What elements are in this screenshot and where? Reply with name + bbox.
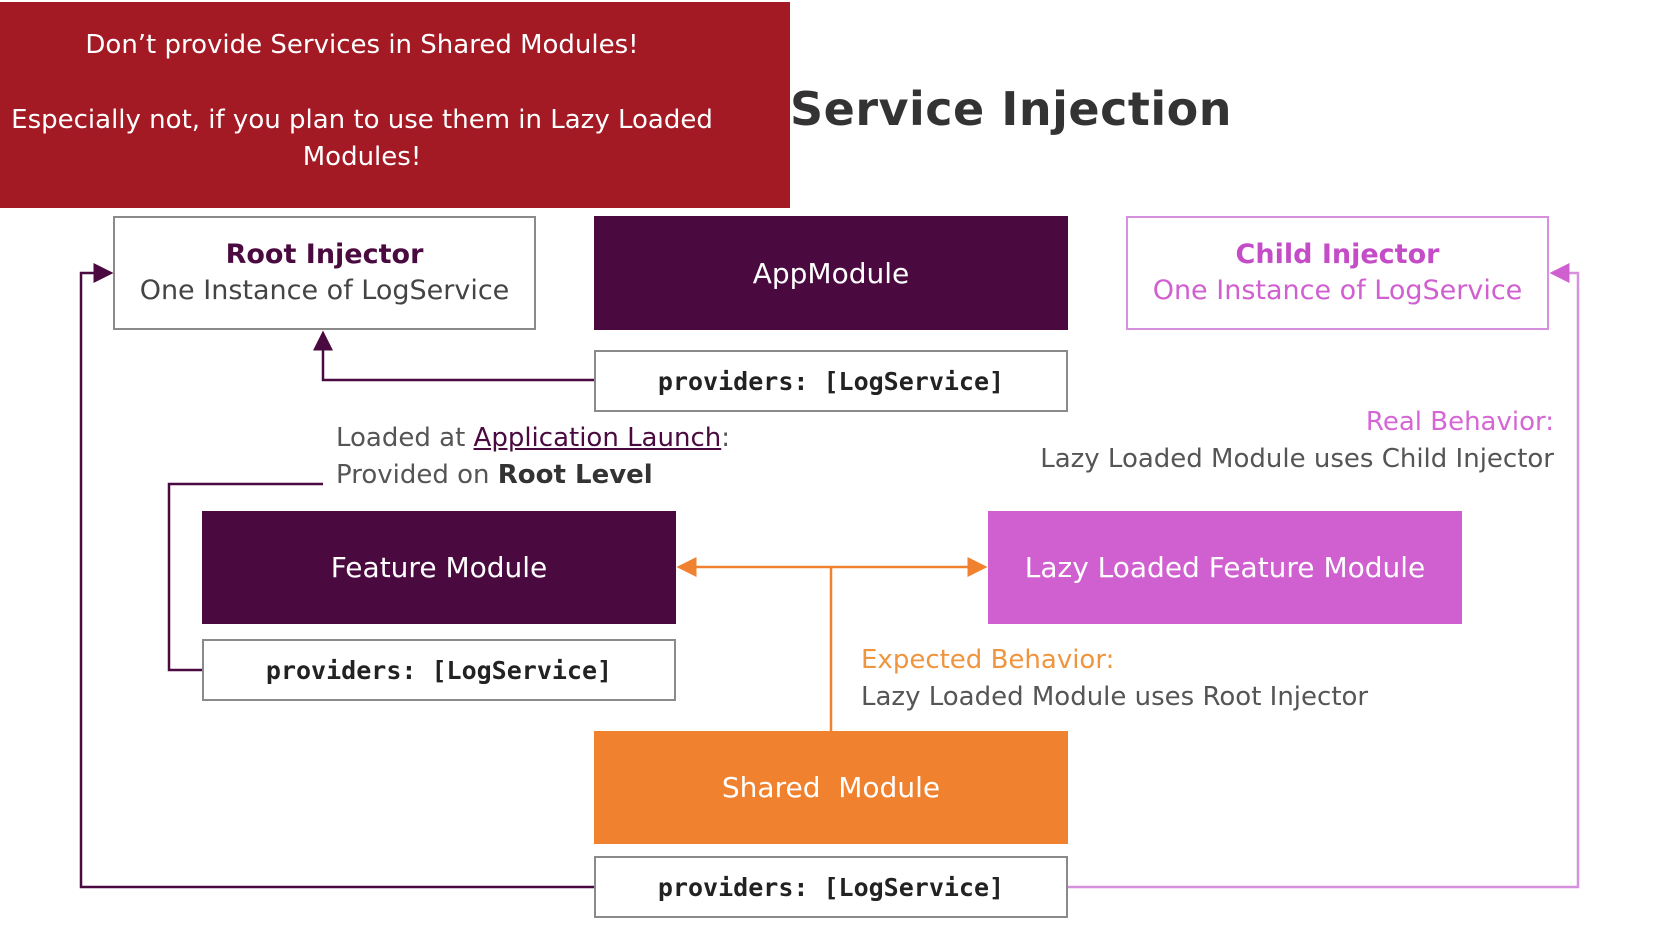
warning-banner: Don’t provide Services in Shared Modules… <box>0 2 790 208</box>
root-note-line2-prefix: Provided on <box>336 460 498 490</box>
page-title: Service Injection <box>790 82 1232 136</box>
shared-module-providers: providers: [LogService] <box>594 856 1068 918</box>
child-injector-box: Child Injector One Instance of LogServic… <box>1126 216 1549 330</box>
shared-to-root-line <box>79 263 594 889</box>
lazy-module-box: Lazy Loaded Feature Module <box>988 511 1462 624</box>
real-behavior-heading: Real Behavior: <box>1365 407 1554 437</box>
root-note-suffix: : <box>721 423 730 453</box>
root-note-prefix: Loaded at <box>336 423 474 453</box>
root-injector-box: Root Injector One Instance of LogService <box>113 216 536 330</box>
expected-behavior-text: Lazy Loaded Module uses Root Injector <box>861 682 1369 712</box>
child-injector-subtitle: One Instance of LogService <box>1152 275 1523 306</box>
shared-to-child-line <box>1068 263 1580 889</box>
shared-module-box: Shared Module <box>594 731 1068 844</box>
feature-module-providers: providers: [LogService] <box>202 639 676 701</box>
expected-behavior-note: Expected Behavior: Lazy Loaded Module us… <box>861 642 1368 716</box>
app-module-box: AppModule <box>594 216 1068 330</box>
root-note-line2-bold: Root Level <box>497 460 653 490</box>
app-to-root-line <box>313 330 594 382</box>
feature-to-root-line <box>167 482 323 672</box>
root-level-note: Loaded at Application Launch: Provided o… <box>336 420 730 494</box>
root-injector-title: Root Injector <box>225 239 424 270</box>
real-behavior-text: Lazy Loaded Module uses Child Injector <box>1040 444 1554 474</box>
child-injector-title: Child Injector <box>1235 239 1440 270</box>
app-module-providers: providers: [LogService] <box>594 350 1068 412</box>
application-launch-link[interactable]: Application Launch <box>473 423 722 453</box>
root-injector-subtitle: One Instance of LogService <box>139 275 510 306</box>
warning-line-2: Especially not, if you plan to use them … <box>11 105 713 172</box>
feature-module-box: Feature Module <box>202 511 676 624</box>
expected-behavior-heading: Expected Behavior: <box>861 645 1115 675</box>
real-behavior-note: Real Behavior: Lazy Loaded Module uses C… <box>900 404 1554 478</box>
warning-line-1: Don’t provide Services in Shared Modules… <box>85 30 639 60</box>
